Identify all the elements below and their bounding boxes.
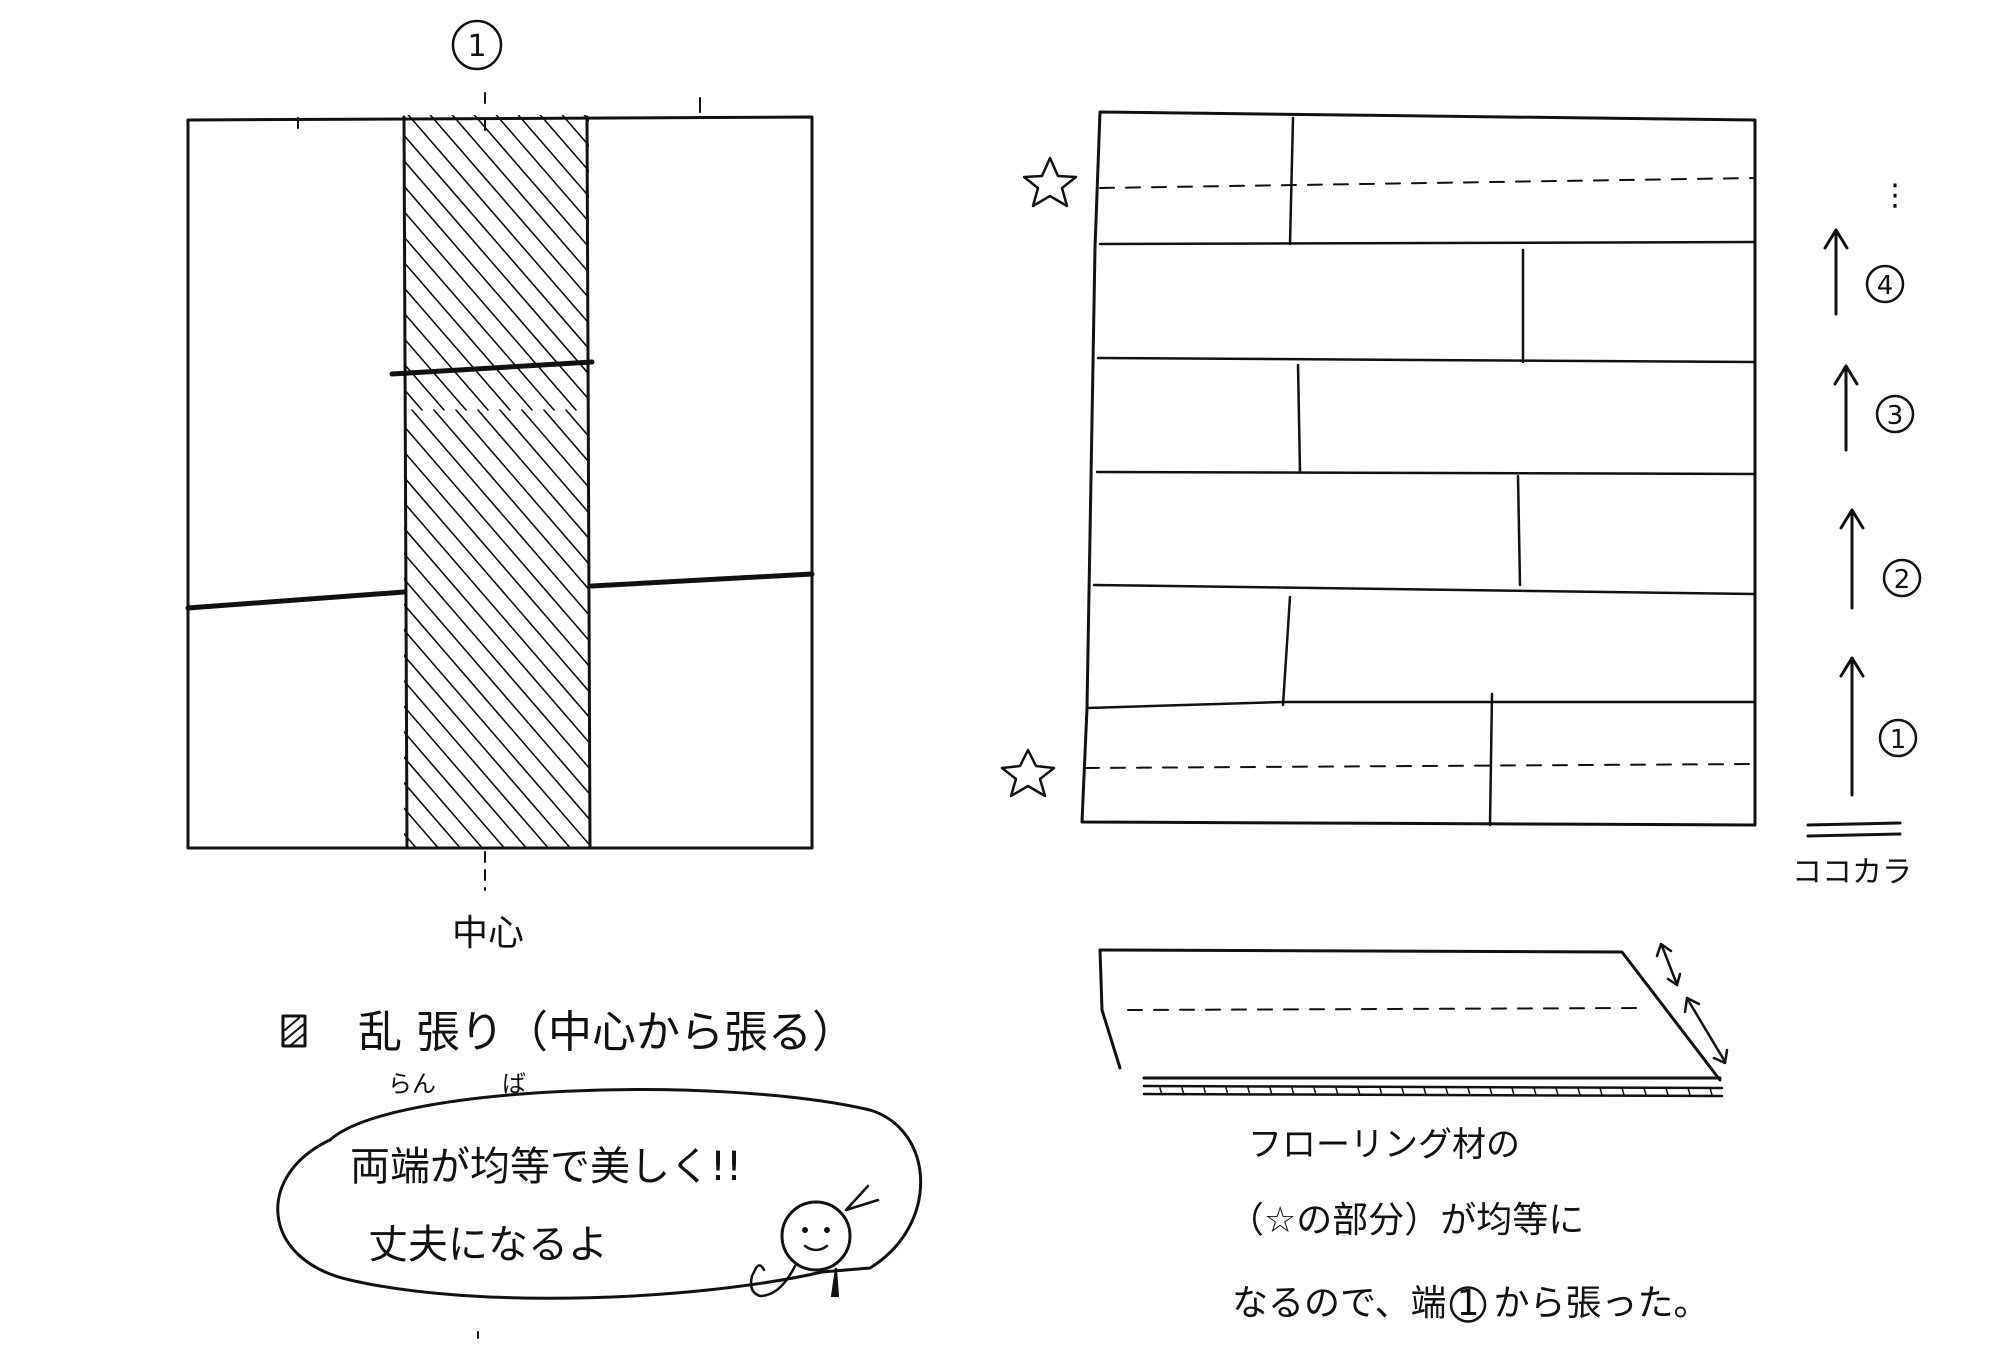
arrow-up-icon (1833, 364, 1859, 452)
note-line-3-start: なるので、端 (1232, 1283, 1447, 1324)
note-number-circle (1449, 1286, 1487, 1323)
flooring-board-sketch (1098, 942, 1729, 1098)
floor-outline (186, 115, 814, 850)
center-marker: 1 (451, 19, 503, 71)
left-seam (185, 589, 407, 611)
step-4-label: 4 (1877, 271, 1894, 301)
top-dashed-line (1099, 177, 1756, 189)
board-seams (1086, 116, 1757, 827)
speech-bubble: 両端が均等で美しく!! 丈夫になるよ (276, 1088, 923, 1300)
left-floor-diagram: 1 中心 (185, 19, 815, 954)
note-circled-number: 1 (1457, 1283, 1480, 1324)
star-icon (1000, 748, 1056, 798)
flooring-layout-diagram (1000, 110, 1757, 827)
arrow-up-icon (1839, 508, 1865, 610)
bottom-dashed-line (1084, 763, 1756, 769)
center-seam (389, 359, 595, 377)
start-label: ココカラ (1792, 855, 1912, 890)
legend-title: 乱 張り（中心から張る） (358, 1007, 856, 1058)
step-3-label: 3 (1887, 401, 1904, 431)
step-arrows: 1 2 3 4 ⋮ (1823, 178, 1922, 797)
note-line-3-end: から張った。 (1493, 1283, 1709, 1324)
star-icon (1022, 156, 1078, 208)
center-marker-number: 1 (467, 29, 486, 64)
start-marker: ココカラ (1792, 821, 1912, 890)
legend: 乱 張り（中心から張る） らん ば (281, 1007, 856, 1098)
arrow-up-icon (1823, 228, 1849, 316)
bubble-line-1: 両端が均等で美しく!! (350, 1144, 742, 1190)
note-line-2: （☆の部分）が均等に (1228, 1200, 1584, 1241)
continuation-dots: ⋮ (1880, 178, 1910, 213)
right-seam (589, 571, 815, 589)
center-label: 中心 (452, 913, 524, 954)
double-arrow-icon (1683, 996, 1729, 1065)
ruby-ran: らん (388, 1070, 436, 1098)
bubble-line-2: 丈夫になるよ (368, 1222, 608, 1268)
note-line-1: フローリング材の (1248, 1125, 1520, 1165)
character-icon (749, 1184, 880, 1298)
double-arrow-icon (1655, 942, 1682, 987)
arrow-up-icon (1839, 656, 1865, 797)
step-2-label: 2 (1894, 565, 1911, 595)
hatch-swatch (281, 1014, 307, 1048)
hatched-center-strip (404, 115, 589, 847)
step-1-label: 1 (1890, 725, 1907, 755)
